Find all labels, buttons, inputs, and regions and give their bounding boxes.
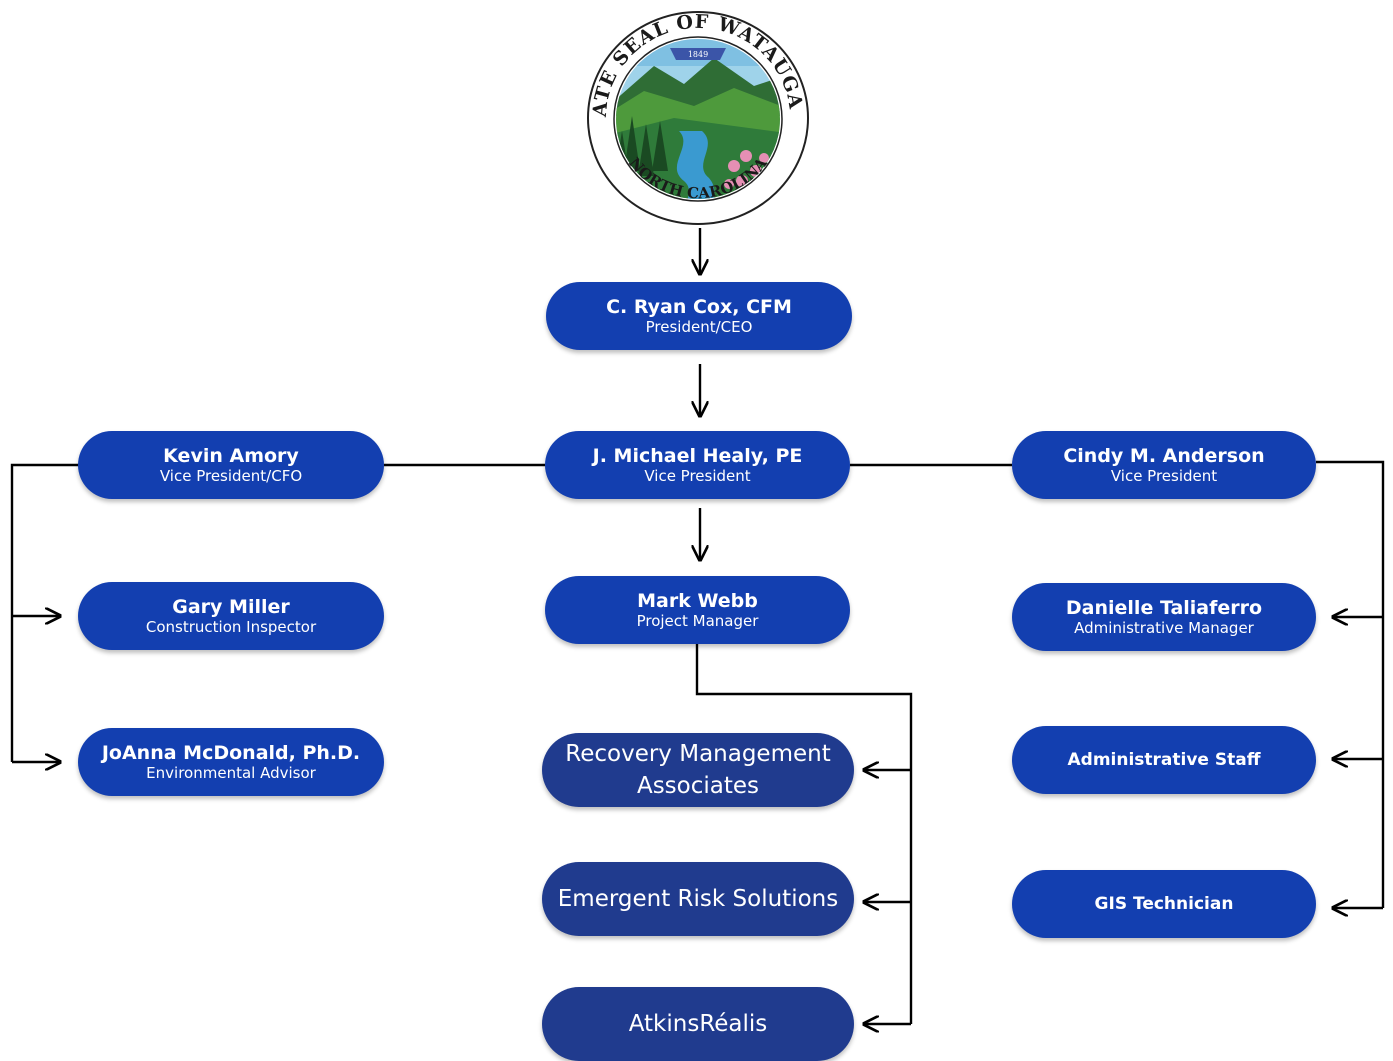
left-1-role: Construction Inspector xyxy=(145,618,317,636)
firm-atkins-label: AtkinsRéalis xyxy=(628,1011,768,1037)
ceo-role: President/CEO xyxy=(645,318,753,336)
seal-year: 1849 xyxy=(688,50,708,59)
vp-left-role: Vice President/CFO xyxy=(159,467,303,485)
center-1-role: Project Manager xyxy=(636,612,759,630)
node-left-2: JoAnna McDonald, Ph.D. Environmental Adv… xyxy=(78,728,384,796)
right-2-name: Administrative Staff xyxy=(1067,750,1261,770)
vp-right-role: Vice President xyxy=(1110,467,1218,485)
node-right-2: Administrative Staff xyxy=(1012,726,1316,794)
node-vp-center: J. Michael Healy, PE Vice President xyxy=(545,431,850,499)
webb-branch-line xyxy=(695,644,913,1024)
node-vp-left: Kevin Amory Vice President/CFO xyxy=(78,431,384,499)
firm-rma-label: Recovery Management Associates xyxy=(565,741,831,799)
vp-center-role: Vice President xyxy=(644,467,751,485)
node-firm-rma: Recovery Management Associates xyxy=(542,733,854,807)
right-3-name: GIS Technician xyxy=(1094,894,1234,914)
right-1-name: Danielle Taliaferro xyxy=(1065,597,1263,619)
node-left-1: Gary Miller Construction Inspector xyxy=(78,582,384,650)
vp-right-name: Cindy M. Anderson xyxy=(1063,445,1265,467)
right-1-role: Administrative Manager xyxy=(1074,619,1254,637)
node-vp-right: Cindy M. Anderson Vice President xyxy=(1012,431,1316,499)
left-branch-line xyxy=(10,463,80,762)
ceo-name: C. Ryan Cox, CFM xyxy=(606,296,792,318)
center-1-name: Mark Webb xyxy=(637,590,758,612)
node-center-1: Mark Webb Project Manager xyxy=(545,576,850,644)
county-seal-logo: 1849 CORPORATE SEAL OF WATAUGA COUNTY NO… xyxy=(584,6,809,225)
vp-center-name: J. Michael Healy, PE xyxy=(592,445,803,467)
node-firm-atkins: AtkinsRéalis xyxy=(542,987,854,1061)
left-2-role: Environmental Advisor xyxy=(146,764,316,782)
node-right-3: GIS Technician xyxy=(1012,870,1316,938)
left-2-name: JoAnna McDonald, Ph.D. xyxy=(101,742,361,764)
left-1-name: Gary Miller xyxy=(172,596,290,618)
node-right-1: Danielle Taliaferro Administrative Manag… xyxy=(1012,583,1316,651)
firm-ers-label: Emergent Risk Solutions xyxy=(557,886,839,912)
vp-left-name: Kevin Amory xyxy=(163,445,299,467)
right-branch-line xyxy=(1316,460,1385,908)
node-ceo: C. Ryan Cox, CFM President/CEO xyxy=(546,282,852,350)
node-firm-ers: Emergent Risk Solutions xyxy=(542,862,854,936)
